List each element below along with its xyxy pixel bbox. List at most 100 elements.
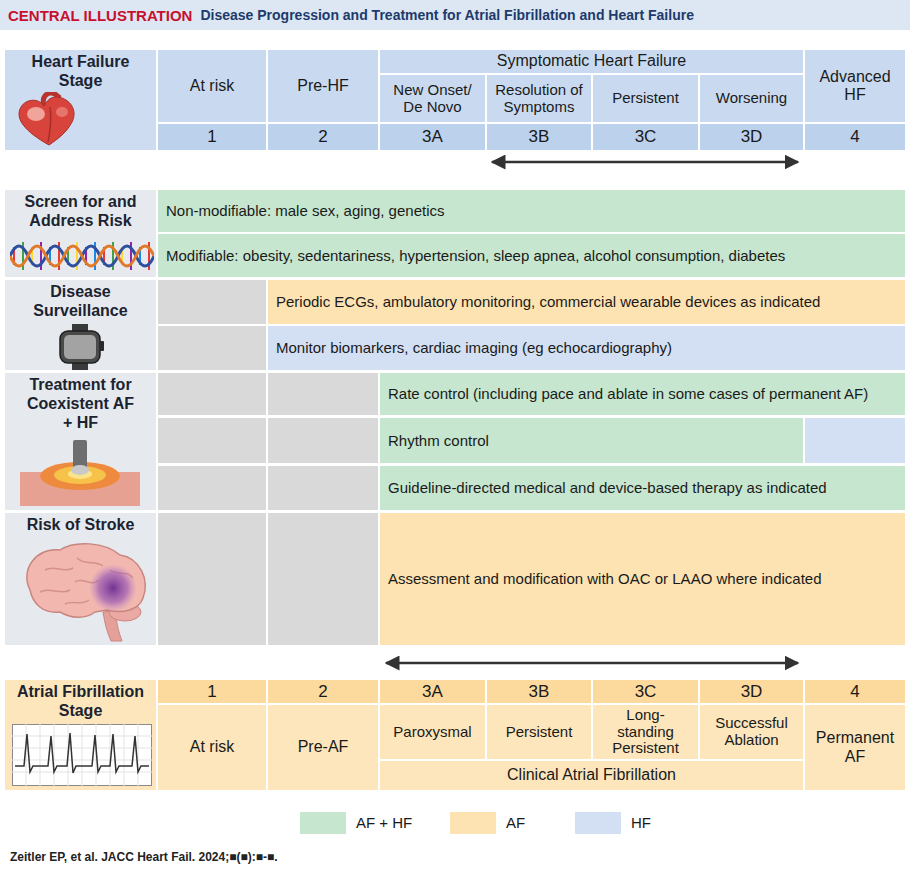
cell-text: New Onset/ De Novo [386,82,479,116]
icon-part [82,724,83,786]
icon-part [77,558,103,566]
band-bar: Periodic ECGs, ambulatory monitoring, co… [268,280,905,324]
icon-part [89,564,137,612]
cell-text: Guideline-directed medical and device-ba… [388,479,827,497]
cell-text: Monitor biomarkers, cardiac imaging (eg … [276,339,672,357]
cell-text: Heart Failure Stage [11,53,150,91]
dna-icon [10,236,154,276]
cell-text: Persistent [612,90,679,107]
cell-text: Periodic ECGs, ambulatory monitoring, co… [276,293,820,311]
empty-cell [268,466,378,510]
icon-part [27,107,45,121]
stage-cell: Permanent AF [805,705,905,790]
band-bar: Monitor biomarkers, cardiac imaging (eg … [268,326,905,370]
substage-cell: Persistent [593,75,698,122]
substage-cell: Paroxysmal [380,705,485,759]
band-bar: Rate control (including pace and ablate … [380,373,905,415]
cell-text: Assessment and modification with OAC or … [388,570,822,588]
stage-cell: At risk [158,50,266,122]
row-header: Screen for and Address Risk [5,190,156,277]
cell-text: Rate control (including pace and ablate … [388,385,868,403]
empty-cell [158,513,266,645]
cell-text: At risk [190,77,234,95]
substage-cell: Long-standing Persistent [593,705,698,759]
title-band: CENTRAL ILLUSTRATIONDisease Progression … [0,0,910,30]
cell-text: Advanced HF [811,68,899,105]
stage-number: 3A [380,124,485,150]
cell-text: 3A [422,127,443,147]
stage-number: 2 [268,680,378,703]
legend-text: HF [631,812,651,834]
cell-text: 4 [850,682,859,702]
icon-part [45,568,73,570]
cell-text: Worsening [716,90,787,107]
stage-cell: Advanced HF [805,50,905,122]
cell-text: 1 [207,127,216,147]
icon-part [386,662,798,665]
ecg-strip-icon [12,724,152,786]
icon-part [124,724,125,786]
icon-part [54,466,106,484]
icon-part [40,590,70,592]
empty-cell [158,280,266,324]
legend-swatch [450,812,496,834]
cell-text: Resolution of Symptoms [493,82,585,116]
stage-number: 2 [268,124,378,150]
empty-cell [158,466,266,510]
empty-cell [268,418,378,463]
stage-number: 1 [158,680,266,703]
stage-number: 3D [700,680,803,703]
legend-text: AF + HF [356,812,412,834]
wearable-watch-icon [55,324,107,370]
stage-cell: At risk [158,705,266,790]
illustration-label: CENTRAL ILLUSTRATION [8,7,192,24]
empty-cell [158,418,266,463]
cell-text: 3D [741,682,763,702]
stage-number: 3C [593,124,698,150]
ablation-catheter-icon [20,440,140,506]
cell-text: Pre-AF [298,738,349,756]
cell-text: 3B [529,682,550,702]
icon-part [54,724,55,786]
band-bar: Rhythm control [380,418,803,463]
cell-text: 2 [318,682,327,702]
cell-text: 2 [318,127,327,147]
substage-cell: New Onset/ De Novo [380,75,485,122]
icon-part [40,462,120,490]
heart-icon [14,92,84,148]
stage-cell: Clinical Atrial Fibrillation [380,761,803,790]
icon-part [12,724,152,786]
stage-number: 4 [805,680,905,703]
row-header: Heart Failure Stage [5,50,156,150]
cell-text: 3B [529,127,550,147]
cell-text: 1 [207,682,216,702]
cell-text: Successful Ablation [706,715,797,749]
cell-text: 3C [635,127,657,147]
cell-text: Permanent AF [811,729,899,766]
substage-cell: Worsening [700,75,803,122]
citation-caption: Zeitler EP, et al. JACC Heart Fail. 2024… [10,850,278,864]
icon-part [56,107,68,117]
cell-text: Risk of Stroke [27,516,135,535]
cell-text: 4 [850,127,859,147]
cell-text: Clinical Atrial Fibrillation [507,766,676,784]
substage-cell: Persistent [487,705,591,759]
substage-cell: Resolution of Symptoms [487,75,591,122]
icon-part [492,161,798,164]
stage-number: 4 [805,124,905,150]
cell-text: 3D [741,127,763,147]
band-bar: Non-modifiable: male sex, aging, genetic… [158,190,905,232]
stage-cell: Pre-HF [268,50,378,122]
stage-number: 1 [158,124,266,150]
icon-part [64,335,96,359]
legend-swatch [575,812,621,834]
icon-part [138,724,139,786]
icon-part [71,465,89,475]
cell-text: Screen for and Address Risk [11,193,150,231]
cell-text: Non-modifiable: male sex, aging, genetic… [166,202,444,220]
icon-part [48,107,51,142]
stage-number: 3B [487,680,591,703]
band-bar: Guideline-directed medical and device-ba… [380,466,905,510]
substage-cell: Successful Ablation [700,705,803,759]
